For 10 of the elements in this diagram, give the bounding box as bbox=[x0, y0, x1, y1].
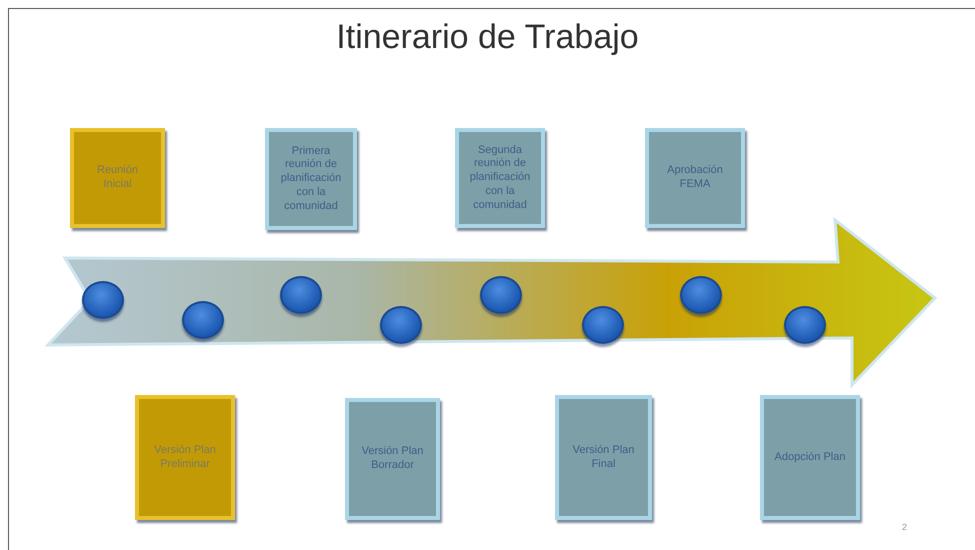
milestone-card: Segunda reunión de planificación con la comunidad bbox=[455, 128, 545, 228]
milestone-card: Versión Plan Borrador bbox=[345, 398, 440, 520]
milestone-card: Versión Plan Final bbox=[555, 395, 652, 520]
milestone-card: Reunión Inicial bbox=[70, 128, 165, 228]
milestone-card: Adopción Plan bbox=[760, 395, 860, 520]
milestone-card: Versión Plan Preliminar bbox=[135, 395, 235, 520]
milestone-card: Primera reunión de planificación con la comunidad bbox=[265, 128, 357, 230]
title: Itinerario de Trabajo bbox=[335, 18, 640, 57]
milestone-card: Aprobación FEMA bbox=[645, 128, 745, 228]
page-number: 2 bbox=[902, 522, 908, 532]
